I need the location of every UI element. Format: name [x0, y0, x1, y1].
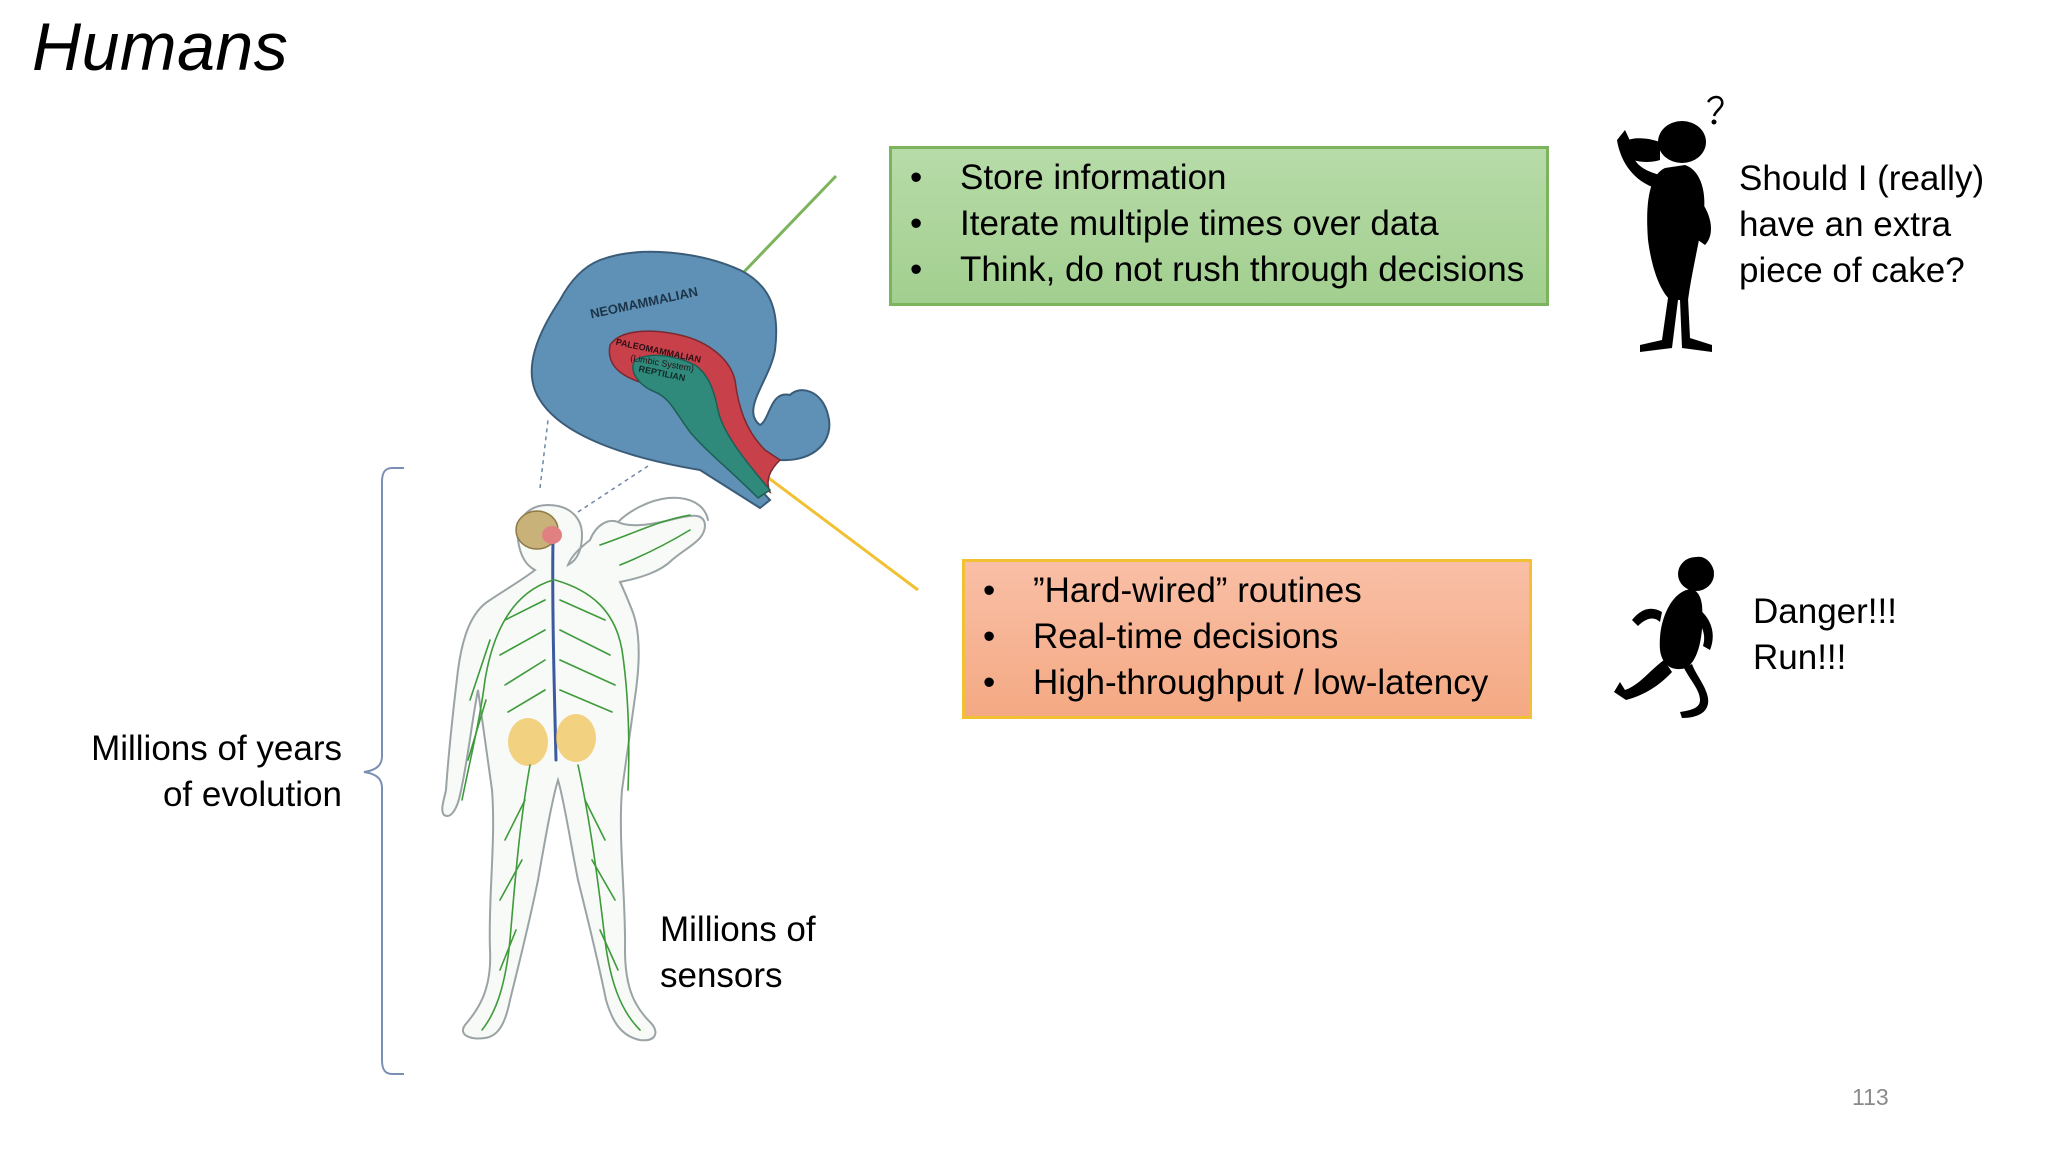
dashed-line-2	[577, 465, 649, 513]
evolution-bracket	[363, 467, 404, 1075]
danger-caption: Danger!!! Run!!!	[1753, 589, 1897, 681]
orange-box-reflex: ”Hard-wired” routines Real-time decision…	[962, 559, 1532, 719]
orange-item-3: High-throughput / low-latency	[983, 660, 1511, 706]
evolution-label-line-1: Millions of years	[91, 729, 342, 768]
orange-box-list: ”Hard-wired” routines Real-time decision…	[983, 568, 1511, 706]
thinking-caption-line-3: piece of cake?	[1739, 251, 1965, 290]
sensors-label-line-1: Millions of	[660, 910, 816, 949]
danger-caption-line-1: Danger!!!	[1753, 592, 1897, 631]
slide-title: Humans	[32, 9, 289, 85]
thinking-caption: Should I (really) have an extra piece of…	[1739, 156, 1984, 294]
dashed-line-1	[539, 419, 549, 489]
green-box-list: Store information Iterate multiple times…	[910, 155, 1528, 293]
sensors-label: Millions of sensors	[660, 907, 816, 999]
running-figure-icon	[1614, 556, 1714, 718]
brain-diagram: NEOMAMMALIAN PALEOMAMMALIAN (Limbic Syst…	[530, 250, 831, 510]
page-number: 113	[1852, 1084, 1889, 1110]
thinking-caption-line-2: have an extra	[1739, 205, 1952, 244]
orange-connector-line	[757, 468, 919, 592]
thinking-caption-line-1: Should I (really)	[1739, 159, 1985, 198]
green-item-2: Iterate multiple times over data	[910, 201, 1528, 247]
green-item-3: Think, do not rush through decisions	[910, 247, 1528, 293]
green-connector-line	[738, 174, 838, 278]
green-box-analytical: Store information Iterate multiple times…	[889, 146, 1549, 306]
sensors-label-line-2: sensors	[660, 956, 783, 995]
orange-item-1: ”Hard-wired” routines	[983, 568, 1511, 614]
orange-item-2: Real-time decisions	[983, 614, 1511, 660]
danger-caption-line-2: Run!!!	[1753, 638, 1847, 677]
evolution-label: Millions of years of evolution	[60, 726, 342, 818]
human-body-nervous-system	[441, 496, 709, 1042]
green-item-1: Store information	[910, 155, 1528, 201]
evolution-label-line-2: of evolution	[162, 775, 342, 814]
thinking-figure-icon	[1617, 95, 1724, 352]
